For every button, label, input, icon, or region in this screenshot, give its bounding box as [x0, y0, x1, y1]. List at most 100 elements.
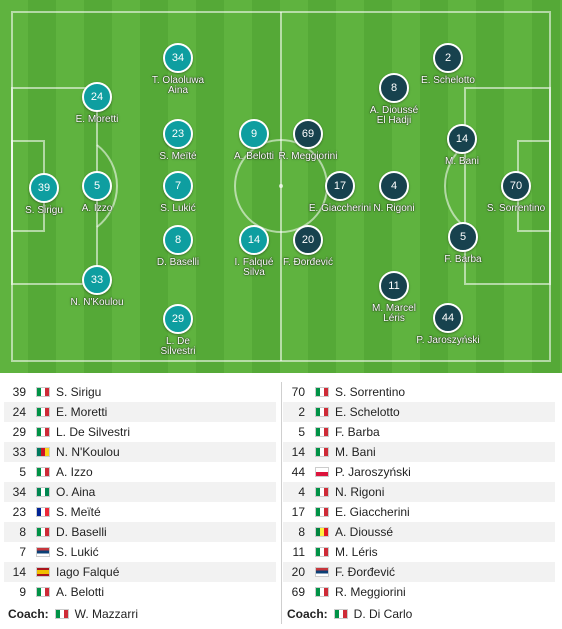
italy-flag-icon: [315, 407, 329, 417]
shirt-number-badge: 17: [325, 171, 355, 201]
player-name-label: F. Barba: [444, 254, 482, 265]
lineup-row[interactable]: 11 M. Léris: [283, 542, 555, 562]
lineup-row[interactable]: 2 E. Schelotto: [283, 402, 555, 422]
shirt-number-badge: 70: [501, 171, 531, 201]
shirt-number-badge: 8: [163, 225, 193, 255]
italy-flag-icon: [315, 487, 329, 497]
player-name-label: S. Lukić: [160, 203, 196, 214]
shirt-number: 11: [292, 545, 305, 559]
shirt-number: 8: [298, 525, 305, 539]
shirt-number: 14: [12, 565, 26, 579]
italy-flag-icon: [36, 387, 50, 397]
spain-flag-icon: [36, 567, 50, 577]
shirt-number: 69: [291, 585, 305, 599]
shirt-number: 8: [19, 525, 26, 539]
shirt-number-badge: 14: [239, 225, 269, 255]
nigeria-flag-icon: [36, 487, 50, 497]
player-name: M. Léris: [335, 545, 378, 559]
shirt-number-badge: 24: [82, 82, 112, 112]
player-name: E. Schelotto: [335, 405, 400, 419]
player-name-label: A. Belotti: [233, 151, 275, 162]
senegal-flag-icon: [315, 527, 329, 537]
shirt-number: 7: [19, 545, 26, 559]
shirt-number-badge: 39: [29, 173, 59, 203]
italy-flag-icon: [315, 427, 329, 437]
italy-flag-icon: [36, 407, 50, 417]
shirt-number-badge: 2: [433, 43, 463, 73]
shirt-number: 2: [298, 405, 305, 419]
shirt-number: 39: [12, 385, 26, 399]
lineup-row[interactable]: 23 S. Meïté: [4, 502, 276, 522]
shirt-number-badge: 4: [379, 171, 409, 201]
player-name: A. Belotti: [56, 585, 105, 599]
shirt-number: 4: [298, 485, 305, 499]
player-name-label: M. Bani: [445, 156, 479, 167]
player-name: E. Moretti: [56, 405, 108, 419]
shirt-number: 20: [291, 565, 305, 579]
player-name-label: A. Izzo: [81, 203, 113, 214]
player-name: S. Meïté: [56, 505, 101, 519]
column-divider: [281, 382, 282, 624]
cameroon-flag-icon: [36, 447, 50, 457]
shirt-number-badge: 20: [293, 225, 323, 255]
lineup-row[interactable]: 33 N. N'Koulou: [4, 442, 276, 462]
italy-flag-icon: [36, 527, 50, 537]
home-player-marker[interactable]: 8 D. Baselli: [118, 225, 238, 268]
italy-flag-icon: [36, 587, 50, 597]
italy-flag-icon: [315, 547, 329, 557]
player-name: S. Sirigu: [56, 385, 102, 399]
shirt-number: 23: [12, 505, 26, 519]
player-name: N. N'Koulou: [56, 445, 120, 459]
shirt-number-badge: 23: [163, 119, 193, 149]
shirt-number-badge: 11: [379, 271, 409, 301]
player-name-label: T. Olaoluwa Aina: [151, 75, 205, 96]
shirt-number-badge: 5: [448, 222, 478, 252]
italy-flag-icon: [333, 609, 348, 619]
lineup-row[interactable]: 39 S. Sirigu: [4, 382, 276, 402]
shirt-number: 33: [12, 445, 26, 459]
shirt-number: 5: [19, 465, 26, 479]
italy-flag-icon: [54, 609, 69, 619]
player-name-label: D. Baselli: [156, 257, 200, 268]
france-flag-icon: [36, 507, 50, 517]
away-player-marker[interactable]: 5 F. Barba: [403, 222, 523, 265]
